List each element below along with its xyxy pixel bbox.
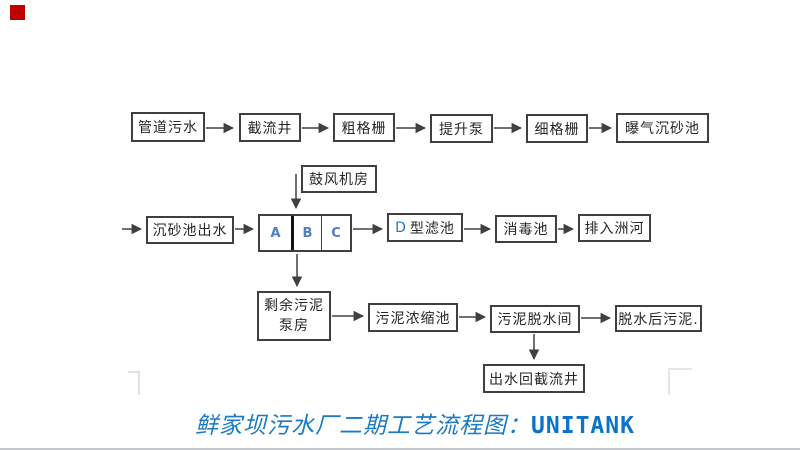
box-blower-room: 鼓风机房 — [301, 165, 377, 193]
caption-chinese-text: 鲜家坝污水厂二期工艺流程图： — [195, 413, 532, 439]
box-aerated-grit-chamber: 曝气沉砂池 — [616, 113, 709, 143]
box-lift-pump: 提升泵 — [430, 114, 493, 143]
d-filter-prefix: D — [395, 219, 406, 236]
box-coarse-screen: 粗格栅 — [333, 113, 395, 142]
box-sludge-dewatering-room: 污泥脱水间 — [490, 305, 580, 333]
box-d-type-filter: D 型滤池 — [387, 213, 463, 242]
surplus-sludge-line1: 剩余污泥 — [264, 297, 324, 314]
box-disinfection-tank: 消毒池 — [495, 215, 557, 243]
unitank-cell-a: A — [260, 216, 294, 250]
surplus-sludge-line2: 泵房 — [279, 318, 309, 334]
box-pipeline-sewage: 管道污水 — [131, 112, 205, 142]
box-discharge-river: 排入洲河 — [578, 214, 651, 242]
unitank-cell-c: C — [331, 225, 341, 241]
box-fine-screen: 细格栅 — [526, 114, 588, 143]
box-sludge-thickener: 污泥浓缩池 — [368, 303, 458, 332]
page-corner-mark-left — [128, 371, 140, 395]
d-filter-label: 型滤池 — [409, 220, 455, 237]
unitank-reactor-box: A B C — [258, 214, 352, 252]
bottom-divider-line — [0, 448, 800, 450]
box-intercepting-well: 截流井 — [239, 113, 301, 142]
box-grit-chamber-outlet: 沉砂池出水 — [146, 216, 234, 244]
unitank-cell-b: B — [294, 216, 322, 250]
caption-latin-text: UNITANK — [531, 413, 635, 439]
box-surplus-sludge-pump: 剩余污泥 泵房 — [257, 291, 331, 341]
diagram-caption: 鲜家坝污水厂二期工艺流程图：UNITANK — [195, 406, 635, 440]
box-dewatered-sludge: 脱水后污泥. — [615, 305, 702, 332]
red-marker-square — [10, 5, 25, 20]
page-corner-mark-right — [668, 368, 692, 395]
box-return-to-intercepting-well: 出水回截流井 — [483, 364, 585, 393]
